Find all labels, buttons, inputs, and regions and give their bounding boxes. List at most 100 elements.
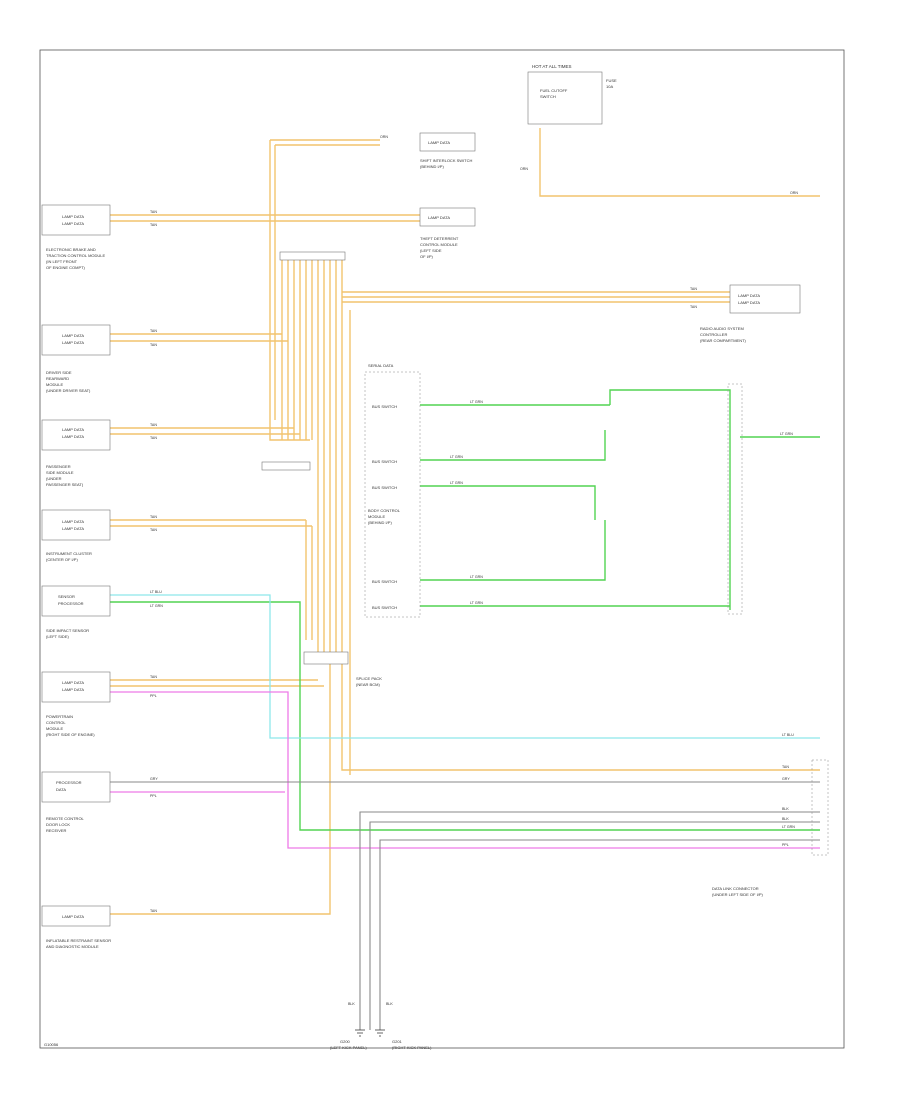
right1-line-1: LAMP DATA <box>738 293 760 298</box>
bcm-caption-2: MODULE <box>368 514 385 519</box>
left7-line-2: DATA <box>56 787 66 792</box>
wire-label-dlc-5: BLK <box>782 817 789 821</box>
splice-pack-caption-2: (NEAR BCM) <box>356 682 380 687</box>
left8-line-1: LAMP DATA <box>62 914 84 919</box>
wire-label-left7-a: GRY <box>150 777 158 781</box>
pink-wire-group <box>110 691 820 849</box>
wire-label-left7-b: PPL <box>150 794 157 798</box>
wire-label-green-3: LT GRN <box>450 481 463 485</box>
bcm-row-2: BUS SWITCH <box>372 459 397 464</box>
ground-left-caption-2: (LEFT KICK PANEL) <box>330 1045 367 1050</box>
left-component-8: LAMP DATA INFLATABLE RESTRAINT SENSOR AN… <box>41 905 111 949</box>
left-component-4: LAMP DATA LAMP DATA INSTRUMENT CLUSTER (… <box>41 509 111 562</box>
wire-label-left8-a: TAN <box>150 909 157 913</box>
left6-caption-4: (RIGHT SIDE OF ENGINE) <box>46 732 95 737</box>
left-component-3: LAMP DATA LAMP DATA PASSENGER SIDE MODUL… <box>41 419 111 487</box>
right-splice-dashed <box>727 383 743 615</box>
footer-code: G10056 <box>44 1042 59 1047</box>
fuel-cutoff-component: HOT AT ALL TIMES FUEL CUTOFF SWITCH FUSE… <box>527 64 617 125</box>
top-box-line-1: FUEL CUTOFF <box>540 88 568 93</box>
bcm-row-5: BUS SWITCH <box>372 605 397 610</box>
wire-label-left3-a: TAN <box>150 423 157 427</box>
wire-label-left4-a: TAN <box>150 515 157 519</box>
wire-label-gnd-1: BLK <box>348 1002 355 1006</box>
left7-caption-3: RECEIVER <box>46 828 67 833</box>
left4-caption-2: (CENTER OF I/P) <box>46 557 78 562</box>
left1-line-2: LAMP DATA <box>62 221 84 226</box>
gray-wire-group <box>110 781 820 1030</box>
top-box-side-1: FUSE <box>606 78 617 83</box>
left4-line-1: LAMP DATA <box>62 519 84 524</box>
wire-label-green-right: LT GRN <box>780 432 793 436</box>
wire-label-right1-b: TAN <box>690 305 697 309</box>
left4-caption-1: INSTRUMENT CLUSTER <box>46 551 92 556</box>
splice-pack-caption-1: SPLICE PACK <box>356 676 382 681</box>
left2-caption-4: (UNDER DRIVER SEAT) <box>46 388 91 393</box>
wire-label-dlc-1: LT BLU <box>782 733 794 737</box>
left8-caption-1: INFLATABLE RESTRAINT SENSOR <box>46 938 111 943</box>
right1-caption-3: (REAR COMPARTMENT) <box>700 338 747 343</box>
left3-line-1: LAMP DATA <box>62 427 84 432</box>
body-control-module: SERIAL DATA BUS SWITCH BUS SWITCH BUS SW… <box>364 363 421 618</box>
ground-right-caption-1: G201 <box>392 1039 403 1044</box>
left2-line-2: LAMP DATA <box>62 340 84 345</box>
left6-caption-2: CONTROL <box>46 720 66 725</box>
wire-label-dlc-7: PPL <box>782 843 789 847</box>
left7-line-1: PROCESSOR <box>56 780 82 785</box>
diagram-frame <box>39 49 845 1049</box>
bcm-row-4: BUS SWITCH <box>372 579 397 584</box>
wire-label-gnd-2: BLK <box>386 1002 393 1006</box>
left2-caption-3: MODULE <box>46 382 63 387</box>
mid-top1-caption-2: (BEHIND I/P) <box>420 164 444 169</box>
wire-label-left5-a: LT BLU <box>150 590 162 594</box>
wire-label-left6-b: PPL <box>150 694 157 698</box>
data-link-connector-label: DATA LINK CONNECTOR (UNDER LEFT SIDE OF … <box>712 886 763 897</box>
left5-caption-1: SIDE IMPACT SENSOR <box>46 628 89 633</box>
left1-caption-2: TRACTION CONTROL MODULE <box>46 253 106 258</box>
dlc-caption-1: DATA LINK CONNECTOR <box>712 886 759 891</box>
orange-wire-group <box>110 128 820 915</box>
bcm-header: SERIAL DATA <box>368 363 394 368</box>
mid-top-component-2: LAMP DATA THEFT DETERRENT CONTROL MODULE… <box>419 207 476 259</box>
cyan-wire-group <box>110 594 820 739</box>
ground-left: G200 (LEFT KICK PANEL) <box>330 1029 367 1050</box>
bcm-row-1: BUS SWITCH <box>372 404 397 409</box>
wire-label-left5-b: LT GRN <box>150 604 163 608</box>
wire-label-green-1: LT GRN <box>470 400 483 404</box>
left3-caption-4: PASSENGER SEAT) <box>46 482 84 487</box>
left-component-2: LAMP DATA LAMP DATA DRIVER SIDE REARWARD… <box>41 324 111 393</box>
left-component-7: PROCESSOR DATA REMOTE CONTROL DOOR LOCK … <box>41 771 111 833</box>
wire-label-left3-b: TAN <box>150 436 157 440</box>
mid-top2-caption-3: (LEFT SIDE <box>420 248 442 253</box>
wire-label-dlc-3: GRY <box>782 777 790 781</box>
right1-caption-2: CONTROLLER <box>700 332 727 337</box>
left6-caption-1: POWERTRAIN <box>46 714 73 719</box>
left-component-1: LAMP DATA LAMP DATA ELECTRONIC BRAKE AND… <box>41 204 111 270</box>
wire-label-green-4: LT GRN <box>470 575 483 579</box>
ground-left-caption-1: G200 <box>340 1039 351 1044</box>
wire-label-left1-a: TAN <box>150 210 157 214</box>
left3-caption-3: (UNDER <box>46 476 62 481</box>
green-wire-group <box>110 389 820 831</box>
left-component-6: LAMP DATA LAMP DATA POWERTRAIN CONTROL M… <box>41 671 111 737</box>
left3-line-2: LAMP DATA <box>62 434 84 439</box>
right1-caption-1: RADIO AUDIO SYSTEM <box>700 326 744 331</box>
wire-label-top-right: ORN <box>790 191 798 195</box>
ground-right-caption-2: (RIGHT KICK PANEL) <box>392 1045 432 1050</box>
left6-line-1: LAMP DATA <box>62 680 84 685</box>
wire-label-green-2: LT GRN <box>450 455 463 459</box>
left4-line-2: LAMP DATA <box>62 526 84 531</box>
right-component-1: LAMP DATA LAMP DATA RADIO AUDIO SYSTEM C… <box>700 284 801 343</box>
splice-block-top <box>279 251 346 261</box>
dlc-connector-dashed <box>811 759 829 856</box>
wire-label-dlc-4: BLK <box>782 807 789 811</box>
wire-label-group: ORN ORN TAN TAN TAN TAN TAN TAN TAN TAN … <box>150 135 798 1006</box>
bcm-caption-1: BODY CONTROL <box>368 508 401 513</box>
ground-right: G201 (RIGHT KICK PANEL) <box>375 1029 432 1050</box>
left2-line-1: LAMP DATA <box>62 333 84 338</box>
top-box-header: HOT AT ALL TIMES <box>532 64 572 69</box>
left7-caption-2: DOOR LOCK <box>46 822 70 827</box>
wire-label-dlc-6: LT GRN <box>782 825 795 829</box>
right1-line-2: LAMP DATA <box>738 300 760 305</box>
top-box-line-2: SWITCH <box>540 94 556 99</box>
